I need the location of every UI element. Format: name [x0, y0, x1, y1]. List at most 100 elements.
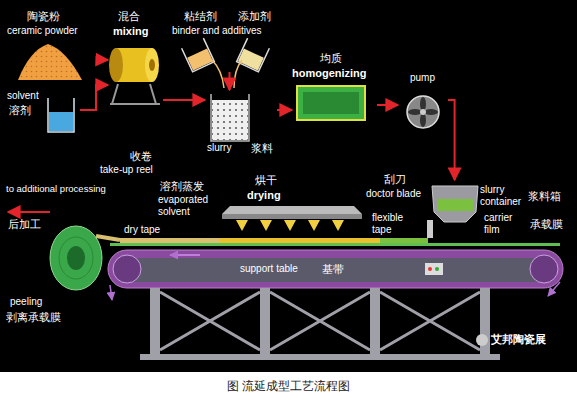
tape-and-film — [96, 236, 560, 246]
ceramic-powder-pile — [18, 44, 82, 80]
step-label: binder and additives — [172, 25, 262, 37]
homogenizer — [303, 92, 359, 114]
figure-caption: 图 流延成型工艺流程图 — [0, 380, 577, 394]
take-up-reel — [8, 212, 102, 290]
part-label: doctor blade — [366, 188, 421, 200]
binder-beakers — [182, 38, 270, 88]
slurry-vessel — [211, 94, 249, 141]
step-label: homogenizing — [292, 67, 367, 80]
step-label: mixing — [113, 25, 148, 38]
ball-mill — [145, 48, 159, 82]
step-label: 收卷 — [130, 150, 152, 163]
ceramic-powder-pile — [18, 44, 82, 80]
ball-mill — [149, 59, 155, 71]
process-step: solvent 溶剂 — [5, 88, 80, 138]
table-legs — [160, 292, 480, 350]
process-step: support table 基带 — [230, 260, 380, 280]
step-label: drying — [247, 189, 281, 202]
binder-beakers — [237, 38, 270, 72]
solvent-beaker — [48, 98, 74, 132]
part-label: carrier film — [484, 212, 524, 235]
part-label: 艾邦陶瓷展 — [491, 333, 546, 346]
step-label: 浆料 — [251, 142, 273, 155]
flow-arrow — [228, 72, 230, 90]
support-belt — [425, 263, 443, 275]
process-step: 收卷take-up reel — [55, 148, 163, 298]
homogenizer — [297, 86, 365, 120]
ball-mill — [110, 84, 160, 104]
background — [0, 0, 577, 372]
part-label: peeling — [10, 296, 42, 308]
slurry-vessel — [212, 100, 248, 140]
support-belt — [170, 254, 200, 256]
step-label: 烘干 — [255, 174, 277, 187]
support-belt — [113, 255, 141, 283]
slurry-hopper — [437, 199, 473, 211]
part-label: 承载膜 — [530, 218, 563, 231]
table-legs — [480, 288, 490, 358]
process-step: 粘结剂 添加剂 binder and additives — [172, 8, 287, 72]
table-legs — [140, 288, 500, 360]
tape-and-film — [220, 238, 380, 243]
binder-beakers — [212, 60, 242, 88]
flow-arrow — [277, 109, 292, 111]
step-label: support table — [240, 263, 298, 275]
flow-arrow — [377, 104, 398, 106]
part-label: flexible tape — [372, 212, 416, 235]
dryer-hood — [236, 220, 344, 231]
step-label: 均质 — [320, 52, 342, 65]
table-legs — [140, 354, 500, 360]
step-label: slurry — [207, 142, 231, 154]
take-up-reel — [50, 226, 102, 290]
process-step: 混合 mixing — [108, 8, 163, 108]
step-label: 基带 — [322, 263, 344, 276]
process-step: slurry 浆料 — [205, 90, 277, 160]
step-label: pump — [410, 72, 435, 84]
table-legs — [150, 288, 160, 358]
support-belt — [124, 258, 546, 282]
support-belt — [108, 250, 563, 300]
step-label: solvent — [7, 90, 39, 102]
dryer-hood — [222, 214, 362, 219]
support-belt — [110, 285, 112, 300]
pump-fan — [407, 96, 439, 128]
step-label: ceramic powder — [7, 25, 78, 37]
tape-and-film — [110, 243, 560, 246]
tape-and-film — [96, 236, 120, 240]
solvent-beaker — [49, 112, 73, 131]
watermark-icon — [476, 334, 488, 346]
pump-fan — [420, 97, 426, 111]
slurry-hopper — [432, 186, 478, 222]
step-label: take-up reel — [100, 164, 153, 176]
homogenizer — [297, 86, 365, 120]
tape-and-film — [380, 238, 428, 243]
process-step: slurry container浆料箱 — [428, 180, 568, 210]
tape-and-film — [120, 238, 220, 243]
step-label: 添加剂 — [238, 10, 271, 23]
ceramic-powder-pile — [18, 44, 82, 80]
step-label: slurry container — [480, 184, 528, 207]
support-belt — [108, 250, 563, 288]
binder-beakers — [182, 38, 215, 72]
pump-fan — [420, 109, 426, 115]
process-step: 均质 homogenizing — [292, 50, 377, 125]
pump-fan — [408, 109, 422, 115]
flow-arrow — [163, 99, 205, 101]
ball-mill — [109, 48, 160, 104]
step-label: 粘结剂 — [184, 10, 217, 23]
step-label: 浆料箱 — [528, 190, 561, 203]
binder-beakers — [237, 38, 270, 72]
process-step: 烘干 drying — [225, 172, 350, 206]
table-legs — [370, 288, 380, 358]
table-legs — [260, 288, 270, 358]
support-belt — [428, 267, 432, 271]
process-step: pump — [398, 72, 448, 134]
background — [0, 372, 577, 405]
pump-fan — [424, 109, 438, 115]
support-belt — [435, 267, 439, 271]
flow-arrow — [80, 85, 108, 110]
step-label: 混合 — [118, 10, 140, 23]
pump-fan — [407, 96, 439, 128]
part-label: 溶剂蒸发 — [160, 180, 204, 193]
step-label: 溶剂 — [9, 104, 31, 117]
